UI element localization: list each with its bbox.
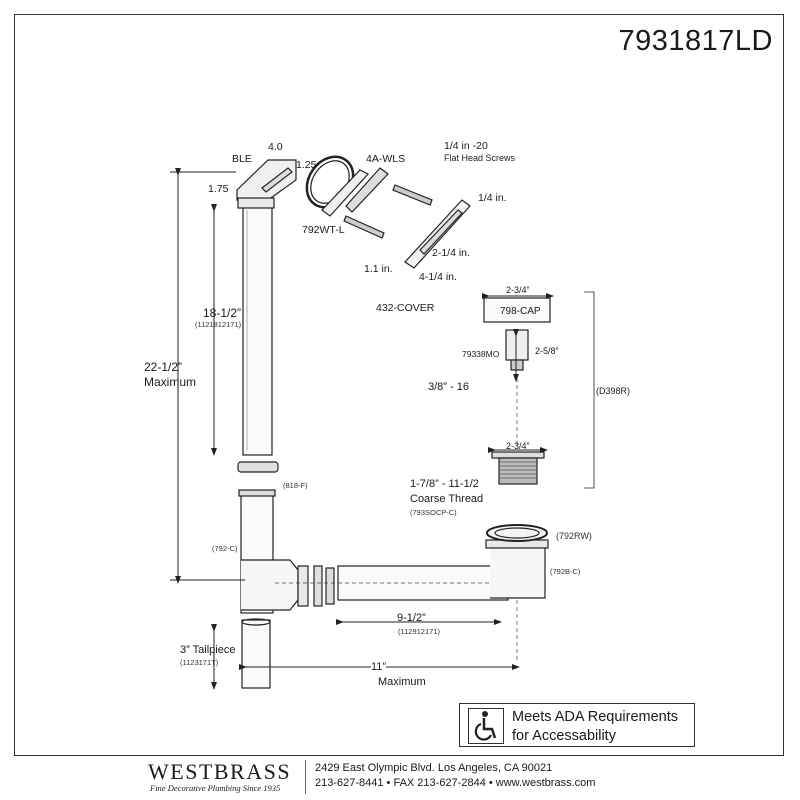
label-4-1-4-in: 4-1/4 in. bbox=[419, 271, 457, 283]
gasket-plate-792wt bbox=[321, 169, 369, 217]
label-coarse-word: Coarse Thread bbox=[410, 493, 484, 505]
ada-text: Meets ADA Requirements for Accessability bbox=[512, 708, 678, 746]
screw-1 bbox=[392, 184, 433, 206]
label-3-tailpiece: 3” Tailpiece bbox=[180, 644, 236, 656]
label-coarse-size: 1-7/8” - 11-1/2 bbox=[410, 478, 479, 490]
label-1-75: 1.75 bbox=[208, 183, 229, 195]
label-ble: BLE bbox=[232, 153, 252, 165]
label-socp-width: 2-3/4” bbox=[506, 441, 530, 451]
label-2-1-4-in: 2-1/4 in. bbox=[432, 247, 470, 259]
label-1-25: 1.25 bbox=[296, 159, 317, 171]
label-79338mo: 79338MO bbox=[462, 349, 500, 359]
label-screws: 1/4 in -20 bbox=[444, 140, 488, 152]
overflow-ble-head bbox=[236, 159, 297, 201]
label-798-cap: 798-CAP bbox=[500, 306, 541, 317]
label-792wt: 792WT-L bbox=[302, 224, 345, 236]
label-3-8-16: 3/8” - 16 bbox=[428, 381, 469, 393]
ada-line-2: for Accessability bbox=[512, 728, 616, 744]
label-quarter-in: 1/4 in. bbox=[478, 192, 507, 204]
label-792c: (792-C) bbox=[212, 544, 238, 553]
ada-box: Meets ADA Requirements for Accessability bbox=[459, 703, 695, 747]
model-number: 7931817LD bbox=[618, 25, 773, 57]
mo-stem bbox=[505, 329, 529, 361]
screw-2 bbox=[343, 215, 385, 239]
label-22-1-2: 22-1/2” bbox=[144, 360, 183, 374]
label-432-cover: 432-COVER bbox=[376, 302, 435, 314]
overflow-tube bbox=[242, 204, 273, 456]
cap-798 bbox=[483, 297, 551, 323]
label-9-1-2: 9-1/2” bbox=[397, 612, 426, 624]
label-waste-part: (112912171) bbox=[398, 627, 440, 636]
label-792b: (792B-C) bbox=[550, 567, 581, 576]
shoe-792b bbox=[490, 545, 546, 599]
label-818f: (818-F) bbox=[283, 481, 308, 490]
label-18-1-2: 18-1/2” bbox=[203, 306, 242, 320]
tailpiece bbox=[241, 619, 271, 689]
ada-line-1: Meets ADA Requirements bbox=[512, 709, 679, 725]
label-2-5-8: 2-5/8” bbox=[535, 346, 559, 356]
label-wls: 4A-WLS bbox=[366, 153, 406, 165]
label-11-maximum: Maximum bbox=[378, 676, 426, 688]
label-1-1-in: 1.1 in. bbox=[364, 263, 393, 275]
label-overflow-part: (1121812171) bbox=[195, 320, 242, 329]
label-tail-part: (1123171T) bbox=[180, 658, 219, 667]
tee-branch bbox=[241, 559, 299, 611]
label-cap-width: 2-3/4” bbox=[506, 285, 530, 295]
wheelchair-icon bbox=[468, 708, 504, 744]
label-792rw: (792RW) bbox=[556, 531, 592, 541]
brand-logo: WESTBRASS bbox=[148, 759, 292, 784]
footer-divider bbox=[305, 760, 306, 794]
brand-tagline: Fine Decorative Plumbing Since 1935 bbox=[150, 783, 281, 793]
label-d398r: (D398R) bbox=[596, 386, 631, 396]
label-screws-desc: Flat Head Screws bbox=[444, 153, 516, 163]
label-11: 11” bbox=[371, 661, 387, 673]
socp-flange bbox=[491, 451, 545, 459]
footer-contact: 213-627-8441 • FAX 213-627-2844 • www.we… bbox=[315, 777, 596, 789]
nut-818f bbox=[237, 461, 279, 473]
label-maximum: Maximum bbox=[144, 375, 197, 389]
drawing-frame: 7931817LD bbox=[14, 14, 784, 756]
label-793socp: (793SOCP-C) bbox=[410, 508, 457, 517]
label-4-0: 4.0 bbox=[268, 141, 283, 153]
footer-address: 2429 East Olympic Blvd. Los Angeles, CA … bbox=[315, 762, 553, 774]
